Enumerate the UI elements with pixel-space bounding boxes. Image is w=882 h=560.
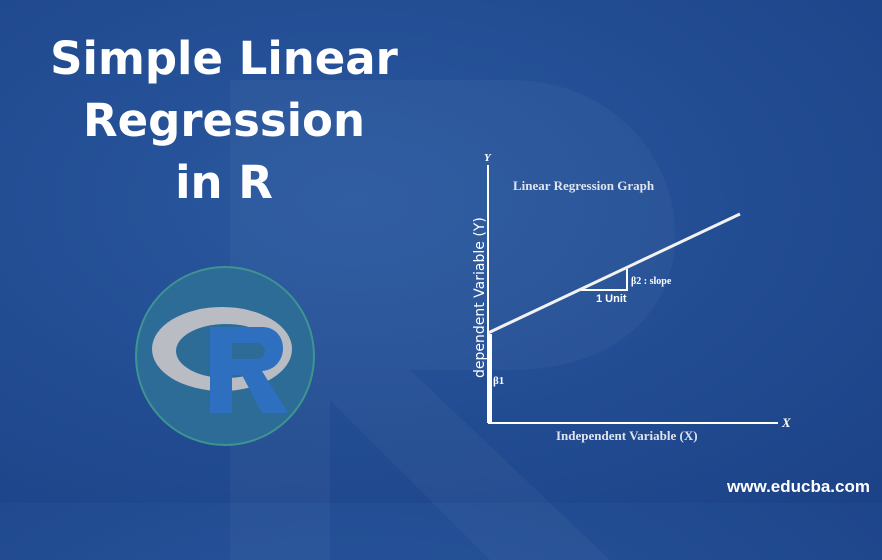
intercept-label: β1	[493, 375, 504, 387]
graph-title: Linear Regression Graph	[513, 178, 655, 193]
title-line-2: Regression	[82, 94, 366, 147]
r-logo-icon: R	[135, 266, 315, 446]
website-url: www.educba.com	[727, 477, 870, 496]
y-axis-label: dependent Variable (Y)	[472, 217, 488, 378]
y-axis-letter: Y	[484, 152, 492, 164]
intercept-bar	[488, 334, 492, 423]
title-line-3: in R	[175, 156, 273, 209]
slope-label: β2 : slope	[631, 276, 672, 287]
unit-label: 1 Unit	[596, 293, 627, 305]
x-axis-letter: X	[781, 415, 791, 430]
x-axis-label: Independent Variable (X)	[556, 428, 698, 443]
title-line-1: Simple Linear	[50, 32, 398, 85]
page-title: Simple Linear Regression in R	[0, 28, 448, 214]
slope-triangle	[581, 269, 628, 291]
regression-line	[487, 212, 741, 335]
regression-graph: Y X Linear Regression Graph Independent …	[472, 152, 791, 443]
